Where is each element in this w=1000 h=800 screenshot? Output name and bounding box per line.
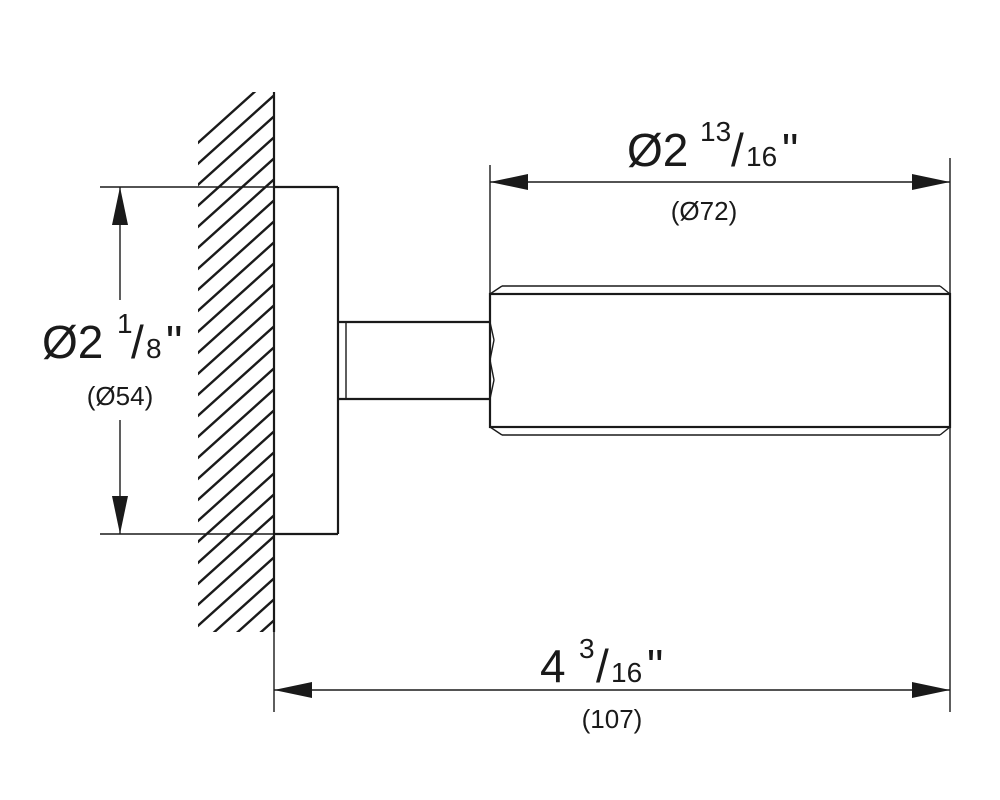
flange-diameter-denominator: 8 <box>146 333 162 364</box>
hatch-line <box>190 669 290 759</box>
flange <box>274 185 340 536</box>
projection-denominator: 16 <box>611 657 642 688</box>
knob <box>488 285 952 436</box>
hatch-line <box>190 690 290 780</box>
dimension-flange-diameter: Ø2 1 / 8 " (Ø54) <box>42 187 182 534</box>
knob-diameter-unit: " <box>782 124 798 176</box>
flange-diameter-metric: (Ø54) <box>87 381 153 411</box>
projection-metric: (107) <box>582 704 643 734</box>
knob-diameter-denominator: 16 <box>746 141 777 172</box>
arrowhead-up <box>112 187 128 225</box>
projection-slash: / <box>596 640 609 692</box>
stem <box>338 320 495 401</box>
flange-diameter-numerator: 1 <box>117 308 133 339</box>
extension-lines <box>100 158 951 712</box>
arrowhead-right <box>912 682 950 698</box>
projection-prefix: 4 <box>540 640 566 692</box>
dimension-knob-diameter: Ø2 13 / 16 " (Ø72) <box>490 116 950 226</box>
hatch-line <box>190 648 290 738</box>
hatch-line <box>198 92 257 145</box>
hatch-line <box>190 627 290 717</box>
projection-numerator: 3 <box>579 633 595 664</box>
arrowhead-right <box>912 174 950 190</box>
flange-diameter-unit: " <box>166 316 182 368</box>
wall <box>190 92 290 780</box>
knob-diameter-numerator: 13 <box>700 116 731 147</box>
flange-diameter-slash: / <box>131 316 144 368</box>
projection-unit: " <box>647 640 663 692</box>
arrowhead-down <box>112 496 128 534</box>
arrowhead-left <box>490 174 528 190</box>
arrowhead-left <box>274 682 312 698</box>
knob-diameter-slash: / <box>731 124 744 176</box>
knob-diameter-metric: (Ø72) <box>671 196 737 226</box>
dimension-projection: 4 3 / 16 " (107) <box>274 633 950 734</box>
knob-diameter-prefix: Ø2 <box>627 124 688 176</box>
flange-diameter-prefix: Ø2 <box>42 316 103 368</box>
